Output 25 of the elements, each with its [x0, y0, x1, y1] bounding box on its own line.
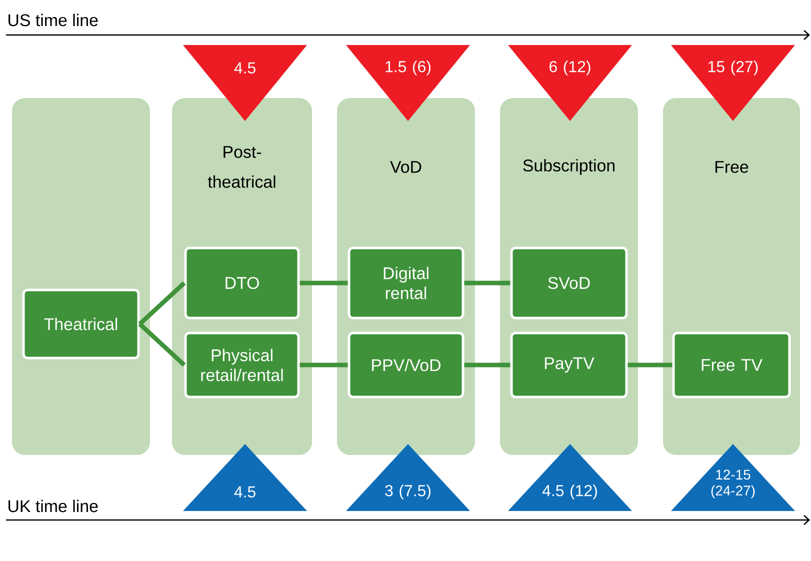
delay-triangle: 4.5 (12)	[508, 444, 632, 511]
stage-box: Theatrical	[22, 288, 140, 360]
stage-box: Free TV	[672, 332, 791, 398]
delay-triangle: 3 (7.5)	[346, 444, 470, 511]
delay-triangle: 15 (27)	[671, 45, 795, 121]
stage-box: PayTV	[510, 332, 628, 398]
stage-box: Physical retail/rental	[184, 332, 300, 398]
connector-line	[464, 280, 510, 286]
delay-triangle: 1.5 (6)	[346, 45, 470, 121]
timeline-label: UK time line	[8, 500, 98, 512]
delay-triangle: 6 (12)	[508, 45, 632, 121]
stage-box: PPV/VoD	[348, 332, 464, 398]
delay-triangle: 4.5	[183, 45, 307, 121]
stage-box: Digital rental	[348, 246, 464, 320]
delay-triangle: 4.5	[183, 444, 307, 511]
stage-box: DTO	[184, 246, 300, 320]
timeline-label: US time line	[8, 14, 98, 26]
stage-box: SVoD	[510, 246, 628, 320]
delay-triangle: 12-15 (24-27)	[671, 444, 795, 511]
connector-line	[300, 362, 348, 368]
connector-line	[628, 362, 672, 368]
connector-line	[300, 280, 348, 286]
connector-line	[464, 362, 510, 368]
connector-line	[138, 322, 186, 367]
connector-line	[138, 281, 186, 326]
